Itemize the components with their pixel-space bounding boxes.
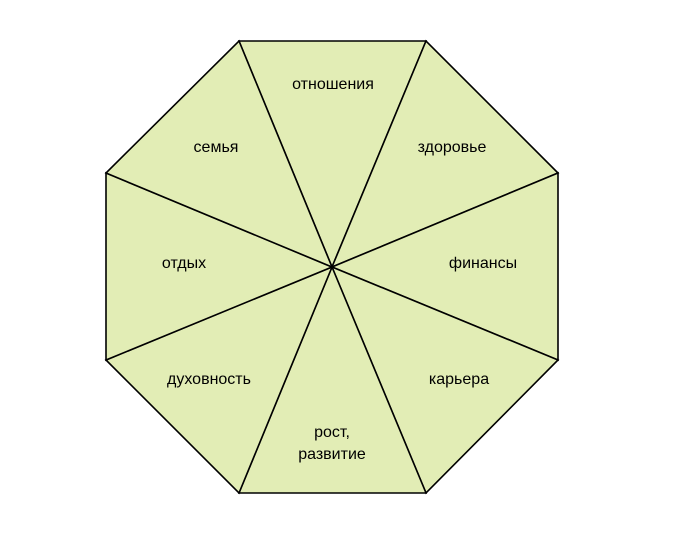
sector-family: семья [104, 39, 334, 269]
sector-career-label: карьера [429, 371, 489, 388]
sector-family-shape [104, 39, 334, 269]
sector-relationships-label: отношения [292, 76, 374, 93]
sector-growth: рост, развитие [237, 264, 428, 494]
sector-finances-label: финансы [449, 255, 517, 272]
sector-health-label: здоровье [418, 139, 487, 156]
sector-growth-label-line1: рост, [314, 424, 350, 441]
sector-family-label: семья [194, 139, 239, 156]
sector-spirituality-label: духовность [167, 371, 251, 388]
sector-rest-label: отдых [162, 255, 206, 272]
sector-growth-label-line2: развитие [298, 446, 366, 463]
